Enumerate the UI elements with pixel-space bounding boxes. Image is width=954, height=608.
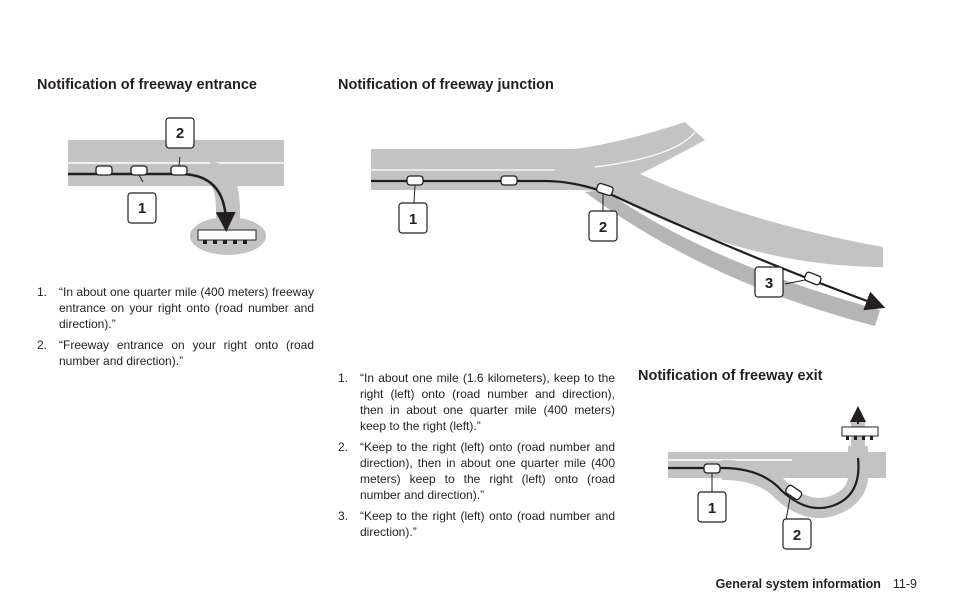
list-item: 2.“Keep to the right (left) onto (road n… [338,440,615,502]
callout-1: 1 [127,192,157,224]
freeway-junction-diagram: 1 2 3 [371,122,886,326]
route-line [668,457,860,510]
vehicle-icon [595,182,614,197]
freeway-exit-diagram: 1 2 [668,406,886,550]
vehicle-icon [95,165,113,176]
svg-text:2: 2 [793,527,801,544]
vehicle-icon [703,463,721,474]
svg-text:1: 1 [708,500,716,517]
callout-2: 2 [782,518,812,550]
building-icon [197,229,257,241]
vehicle-icon [130,165,148,176]
svg-text:1: 1 [409,211,417,228]
page-footer: General system information 11-9 [716,577,917,591]
svg-text:3: 3 [765,275,773,292]
list-item: 1.“In about one mile (1.6 kilometers), k… [338,371,615,433]
list-item: 3.“Keep to the right (left) onto (road n… [338,509,615,539]
vehicle-icon [803,271,822,286]
vehicle-icon [170,165,188,176]
entrance-heading: Notification of freeway entrance [37,77,257,93]
vehicle-icon [500,175,518,186]
building-icon [841,426,879,437]
callout-2: 2 [588,210,618,242]
page-number: 11-9 [892,577,917,591]
callout-1: 1 [697,491,727,523]
freeway-road [371,122,883,267]
list-item: 1.“In about one quarter mile (400 meters… [37,285,314,331]
callout-3: 3 [754,266,784,298]
entrance-steps: 1.“In about one quarter mile (400 meters… [37,284,314,374]
svg-text:1: 1 [138,200,146,217]
freeway-entrance-diagram: 1 2 [68,117,284,255]
junction-steps: 1.“In about one mile (1.6 kilometers), k… [338,370,615,545]
vehicle-icon [406,175,424,186]
vehicle-icon [785,484,803,501]
footer-section-title: General system information [715,577,881,591]
junction-heading: Notification of freeway junction [338,77,554,93]
exit-heading: Notification of freeway exit [638,368,823,384]
callout-2: 2 [165,117,195,149]
callout-1: 1 [398,202,428,234]
svg-text:2: 2 [599,219,607,236]
list-item: 2.“Freeway entrance on your right onto (… [37,338,314,368]
svg-text:2: 2 [176,125,184,142]
junction-ramp [585,190,880,326]
